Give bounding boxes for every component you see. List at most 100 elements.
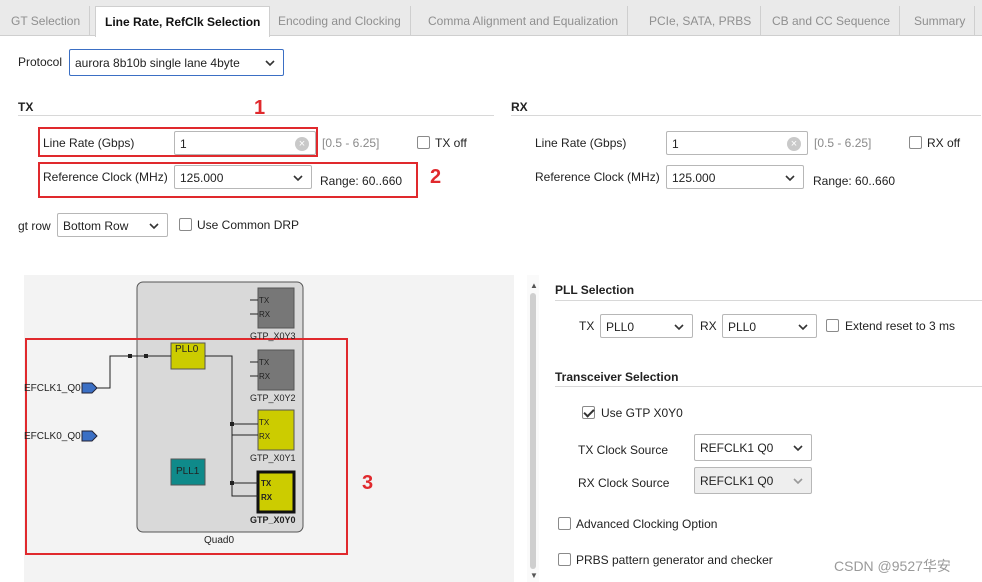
rx-line-rate-label: Line Rate (Gbps) <box>535 136 627 150</box>
protocol-select[interactable]: aurora 8b10b single lane 4byte <box>69 49 284 76</box>
rx-ref-clock-value: 125.000 <box>672 171 716 185</box>
tx-line-rate-label: Line Rate (Gbps) <box>43 136 135 150</box>
annotation-box-1 <box>38 127 318 157</box>
rx-section-title: RX <box>511 100 528 114</box>
prbs-label: PRBS pattern generator and checker <box>576 553 773 567</box>
tab-encoding-clocking[interactable]: Encoding and Clocking <box>269 6 411 36</box>
tx-line-rate-input[interactable]: 1 × <box>174 131 316 155</box>
rx-clock-source-label: RX Clock Source <box>578 476 670 490</box>
rx-ref-clock-label: Reference Clock (MHz) <box>535 170 660 184</box>
annotation-number-3: 3 <box>362 472 374 494</box>
rx-line-rate-value: 1 <box>672 137 679 151</box>
chevron-down-icon <box>793 478 803 485</box>
pll-rx-value: PLL0 <box>728 320 757 334</box>
scroll-down-icon[interactable]: ▼ <box>530 571 538 580</box>
ch0-rx: RX <box>261 493 273 502</box>
tx-clock-source-label: TX Clock Source <box>578 443 669 457</box>
protocol-label: Protocol <box>18 55 63 69</box>
rx-line-rate-range: [0.5 - 6.25] <box>814 136 872 150</box>
tx-ref-clock-range: Range: 60..660 <box>320 174 403 188</box>
chevron-down-icon <box>674 324 684 331</box>
rx-line-rate-input[interactable]: 1 × <box>666 131 808 155</box>
tx-line-rate-range: [0.5 - 6.25] <box>322 136 380 150</box>
tx-ref-clock-label: Reference Clock (MHz) <box>43 170 168 184</box>
gt-row-value: Bottom Row <box>63 219 129 233</box>
tx-ref-clock-value: 125.000 <box>180 171 224 185</box>
ch3-rx: RX <box>259 310 271 319</box>
rx-off-checkbox[interactable] <box>909 136 922 149</box>
pll-tx-select[interactable]: PLL0 <box>600 314 693 338</box>
refclk1-port-label: EFCLK1_Q0 <box>24 383 81 394</box>
clear-icon[interactable]: × <box>787 137 801 151</box>
pll-selection-title: PLL Selection <box>555 283 635 297</box>
pll-rx-select[interactable]: PLL0 <box>722 314 817 338</box>
quad-diagram-svg <box>81 281 304 533</box>
tx-clock-source-select[interactable]: REFCLK1 Q0 <box>694 434 812 461</box>
tx-line-rate-value: 1 <box>180 137 187 151</box>
advanced-clocking-label: Advanced Clocking Option <box>576 517 718 531</box>
annotation-number-2: 2 <box>430 166 442 188</box>
tx-section-title: TX <box>18 100 34 114</box>
ch0-name: GTP_X0Y0 <box>250 515 296 525</box>
tab-pcie-sata-prbs[interactable]: PCIe, SATA, PRBS <box>640 6 762 36</box>
use-common-drp-label: Use Common DRP <box>197 218 300 232</box>
ch2-tx: TX <box>259 358 270 367</box>
rx-divider <box>511 115 981 116</box>
tab-gt-selection[interactable]: GT Selection <box>2 6 91 36</box>
ch0-tx: TX <box>261 479 272 488</box>
rx-clock-source-value: REFCLK1 Q0 <box>700 474 774 488</box>
gt-row-select[interactable]: Bottom Row <box>57 213 168 237</box>
prbs-checkbox[interactable] <box>558 553 571 566</box>
chevron-down-icon <box>785 175 795 182</box>
rx-ref-clock-range: Range: 60..660 <box>813 174 896 188</box>
quad-label: Quad0 <box>204 535 235 546</box>
ch2-rx: RX <box>259 372 271 381</box>
protocol-value: aurora 8b10b single lane 4byte <box>75 56 240 70</box>
tab-cb-cc-sequence[interactable]: CB and CC Sequence <box>763 6 901 36</box>
pll0-label: PLL0 <box>175 344 199 355</box>
annotation-box-2 <box>38 162 418 198</box>
chevron-down-icon <box>293 175 303 182</box>
chevron-down-icon <box>798 324 808 331</box>
rx-clock-source-select[interactable]: REFCLK1 Q0 <box>694 467 812 494</box>
transceiver-divider <box>555 386 982 387</box>
gt-row-label: gt row <box>18 219 51 233</box>
refclk0-port-label: EFCLK0_Q0 <box>24 431 81 442</box>
tx-off-label: TX off <box>435 136 467 150</box>
extend-reset-checkbox[interactable] <box>826 319 839 332</box>
ch3-name: GTP_X0Y3 <box>250 331 296 341</box>
diagram-scrollbar[interactable]: ▲ ▼ <box>527 275 539 582</box>
scroll-thumb[interactable] <box>530 293 536 569</box>
tx-clock-source-value: REFCLK1 Q0 <box>700 441 774 455</box>
watermark: CSDN @9527华安 <box>834 558 951 574</box>
transceiver-selection-title: Transceiver Selection <box>555 370 679 384</box>
annotation-number-1: 1 <box>254 97 266 119</box>
rx-off-label: RX off <box>927 136 961 150</box>
tx-off-checkbox[interactable] <box>417 136 430 149</box>
tab-summary[interactable]: Summary <box>905 6 976 36</box>
chevron-down-icon <box>265 60 275 67</box>
tab-comma-alignment[interactable]: Comma Alignment and Equalization <box>419 6 629 36</box>
scroll-up-icon[interactable]: ▲ <box>530 281 538 290</box>
tab-bar: GT Selection Line Rate, RefClk Selection… <box>0 0 982 37</box>
chevron-down-icon <box>149 223 159 230</box>
use-gtp-label: Use GTP X0Y0 <box>601 406 683 420</box>
ch1-tx: TX <box>259 418 270 427</box>
pll-tx-value: PLL0 <box>606 320 635 334</box>
clear-icon[interactable]: × <box>295 137 309 151</box>
ch2-name: GTP_X0Y2 <box>250 393 296 403</box>
tx-ref-clock-select[interactable]: 125.000 <box>174 165 312 189</box>
ch3-tx: TX <box>259 296 270 305</box>
pll-divider <box>555 300 982 301</box>
annotation-box-3 <box>25 338 348 555</box>
ch1-name: GTP_X0Y1 <box>250 453 296 463</box>
advanced-clocking-checkbox[interactable] <box>558 517 571 530</box>
pll1-label: PLL1 <box>176 466 200 477</box>
use-gtp-checkbox[interactable] <box>582 406 595 419</box>
chevron-down-icon <box>793 445 803 452</box>
pll-rx-label: RX <box>700 319 717 333</box>
rx-ref-clock-select[interactable]: 125.000 <box>666 165 804 189</box>
tx-divider <box>18 115 494 116</box>
tab-line-rate-refclk[interactable]: Line Rate, RefClk Selection <box>95 6 271 37</box>
use-common-drp-checkbox[interactable] <box>179 218 192 231</box>
